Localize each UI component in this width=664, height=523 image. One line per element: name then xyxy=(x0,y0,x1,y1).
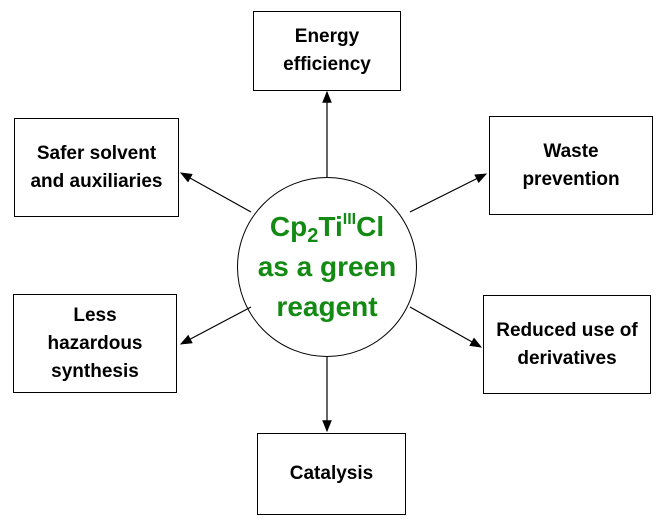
node-label: Waste prevention xyxy=(522,140,620,190)
central-node: Cp2TiIIICl as a green reagent xyxy=(237,177,417,357)
node-label: Less hazardous synthesis xyxy=(47,304,143,382)
node-less-hazardous: Less hazardous synthesis xyxy=(13,294,177,393)
node-label: Energy efficiency xyxy=(283,26,371,75)
node-reduced-derivatives: Reduced use of derivatives xyxy=(483,295,651,394)
node-energy-efficiency: Energy efficiency xyxy=(253,11,401,91)
central-line2: as a green xyxy=(257,251,397,282)
node-label: Catalysis xyxy=(289,463,374,484)
arrow-waste xyxy=(409,173,488,213)
arrow-safer xyxy=(179,172,252,213)
arrow-reduced xyxy=(409,306,483,348)
node-safer-solvent: Safer solvent and auxiliaries xyxy=(14,118,179,217)
arrow-less xyxy=(179,306,252,345)
node-catalysis: Catalysis xyxy=(257,433,406,515)
central-line3: reagent xyxy=(276,291,378,322)
node-label: Safer solvent and auxiliaries xyxy=(30,142,163,192)
node-label: Reduced use of derivatives xyxy=(496,319,638,369)
central-formula: Cp2TiIIICl xyxy=(269,211,385,247)
node-waste-prevention: Waste prevention xyxy=(489,116,653,215)
